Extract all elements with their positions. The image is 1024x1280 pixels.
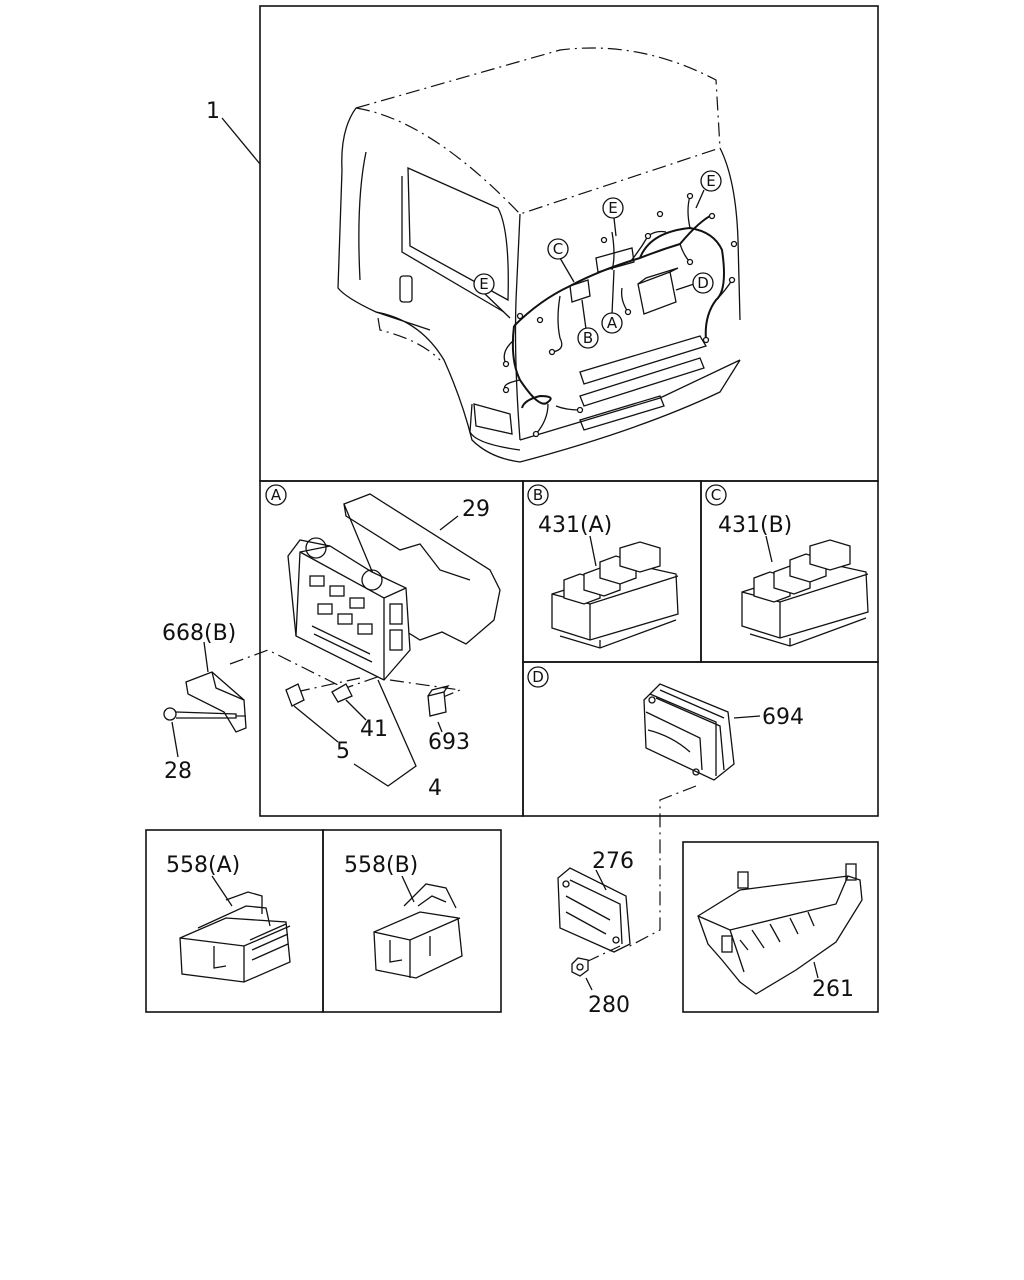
callout-276: 276	[592, 849, 634, 891]
svg-text:A: A	[271, 486, 282, 504]
callout-1: 1	[206, 99, 261, 165]
cab-marker-a: A	[601, 269, 623, 334]
cab-marker-e-right: E	[695, 170, 722, 209]
svg-text:261: 261	[812, 977, 854, 1002]
callout-261: 261	[812, 961, 854, 1002]
svg-text:29: 29	[462, 497, 490, 522]
cab-marker-d: D	[675, 272, 714, 294]
cab-marker-e-left: E	[473, 273, 511, 319]
svg-text:E: E	[608, 199, 617, 217]
cab-marker-e-center: E	[602, 197, 624, 237]
callout-693: 693	[428, 721, 470, 755]
svg-text:4: 4	[428, 776, 442, 801]
callout-28: 28	[164, 721, 192, 784]
panel-d-frame	[522, 661, 879, 817]
svg-text:558(A): 558(A)	[166, 853, 240, 878]
callout-29: 29	[439, 497, 490, 531]
callout-41: 41	[345, 699, 388, 742]
svg-text:558(B): 558(B)	[344, 853, 418, 878]
panel-558b-frame	[322, 829, 502, 1013]
svg-text:5: 5	[336, 739, 350, 764]
callout-5: 5	[293, 705, 350, 764]
svg-text:41: 41	[360, 717, 388, 742]
bolt-28	[163, 707, 246, 721]
panel-a-letter: A	[265, 484, 287, 506]
relay-block-431a	[551, 541, 679, 649]
svg-text:C: C	[711, 486, 721, 504]
svg-text:431(B): 431(B)	[718, 513, 792, 538]
svg-text:280: 280	[588, 993, 630, 1018]
svg-text:693: 693	[428, 730, 470, 755]
callout-694: 694	[733, 705, 804, 730]
svg-text:C: C	[553, 240, 563, 258]
callout-431b: 431(B)	[718, 513, 792, 563]
truck-cab-illustration: E C E E B A D	[337, 47, 741, 463]
svg-text:276: 276	[592, 849, 634, 874]
connector-558b	[373, 883, 463, 979]
panel-d-letter: D	[527, 666, 549, 688]
callout-558b: 558(B)	[344, 853, 418, 903]
callout-668b: 668(B)	[162, 621, 236, 673]
panel-b-letter: B	[527, 484, 549, 506]
callout-280: 280	[585, 977, 630, 1018]
callout-4: 4	[353, 679, 442, 801]
ecu-bracket-276	[557, 867, 631, 953]
panel-261-frame	[682, 841, 879, 1013]
fuse-5	[285, 683, 305, 707]
svg-text:28: 28	[164, 759, 192, 784]
svg-text:694: 694	[762, 705, 804, 730]
svg-text:1: 1	[206, 99, 220, 124]
svg-text:B: B	[583, 329, 593, 347]
relay-block-431b	[741, 539, 869, 647]
svg-text:B: B	[533, 486, 543, 504]
panel-c-letter: C	[705, 484, 727, 506]
svg-text:E: E	[479, 275, 488, 293]
svg-text:668(B): 668(B)	[162, 621, 236, 646]
svg-text:D: D	[697, 274, 709, 292]
relay-693	[427, 684, 450, 717]
svg-text:D: D	[532, 668, 544, 686]
svg-text:E: E	[706, 172, 715, 190]
nut-280	[571, 957, 589, 977]
callout-431a: 431(A)	[538, 513, 612, 567]
protector-261	[697, 863, 863, 995]
ecu-694	[643, 683, 735, 781]
bracket-668b	[185, 671, 247, 733]
cab-marker-c: C	[547, 238, 575, 283]
connector-558a	[179, 891, 291, 983]
junction-box	[287, 537, 411, 681]
cab-marker-b: B	[577, 299, 599, 349]
harness-connector-group	[502, 192, 738, 438]
fuse-41	[331, 683, 353, 703]
svg-text:A: A	[607, 314, 618, 332]
callout-558a: 558(A)	[166, 853, 240, 907]
svg-text:431(A): 431(A)	[538, 513, 612, 538]
